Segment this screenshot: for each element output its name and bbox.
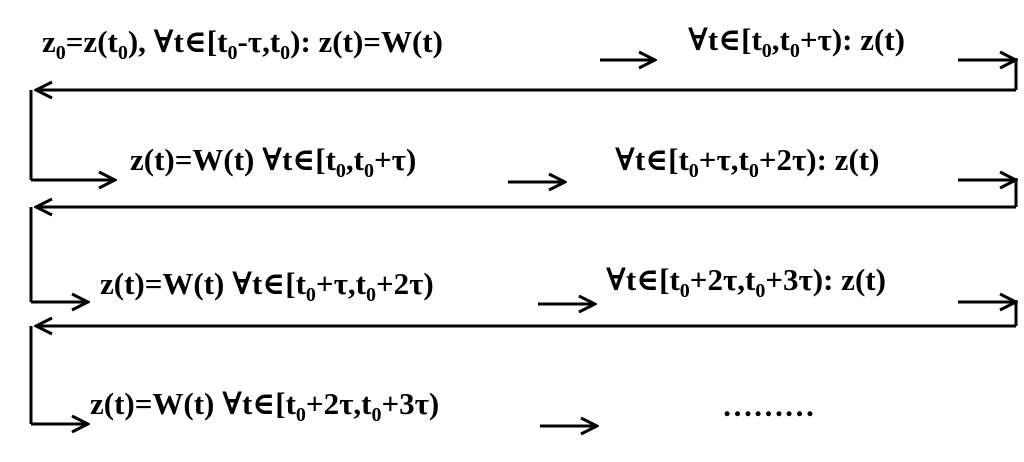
row2-right-label: ∀t∈[t0+τ,t0+2τ): z(t) [615, 142, 880, 182]
row1-left-label: z0=z(t0), ∀t∈[t0-τ,t0): z(t)=W(t) [42, 24, 443, 64]
row3-left-label: z(t)=W(t) ∀t∈[t0+τ,t0+2τ) [100, 266, 434, 306]
row3-right-label: ∀t∈[t0+2τ,t0+3τ): z(t) [606, 262, 886, 302]
row2-left-label: z(t)=W(t) ∀t∈[t0,t0+τ) [130, 142, 417, 182]
row4-ellipsis: ……… [722, 388, 815, 423]
row1-right-label: ∀t∈[t0,t0+τ): z(t) [688, 22, 905, 62]
row4-left-label: z(t)=W(t) ∀t∈[t0+2τ,t0+3τ) [90, 386, 440, 426]
